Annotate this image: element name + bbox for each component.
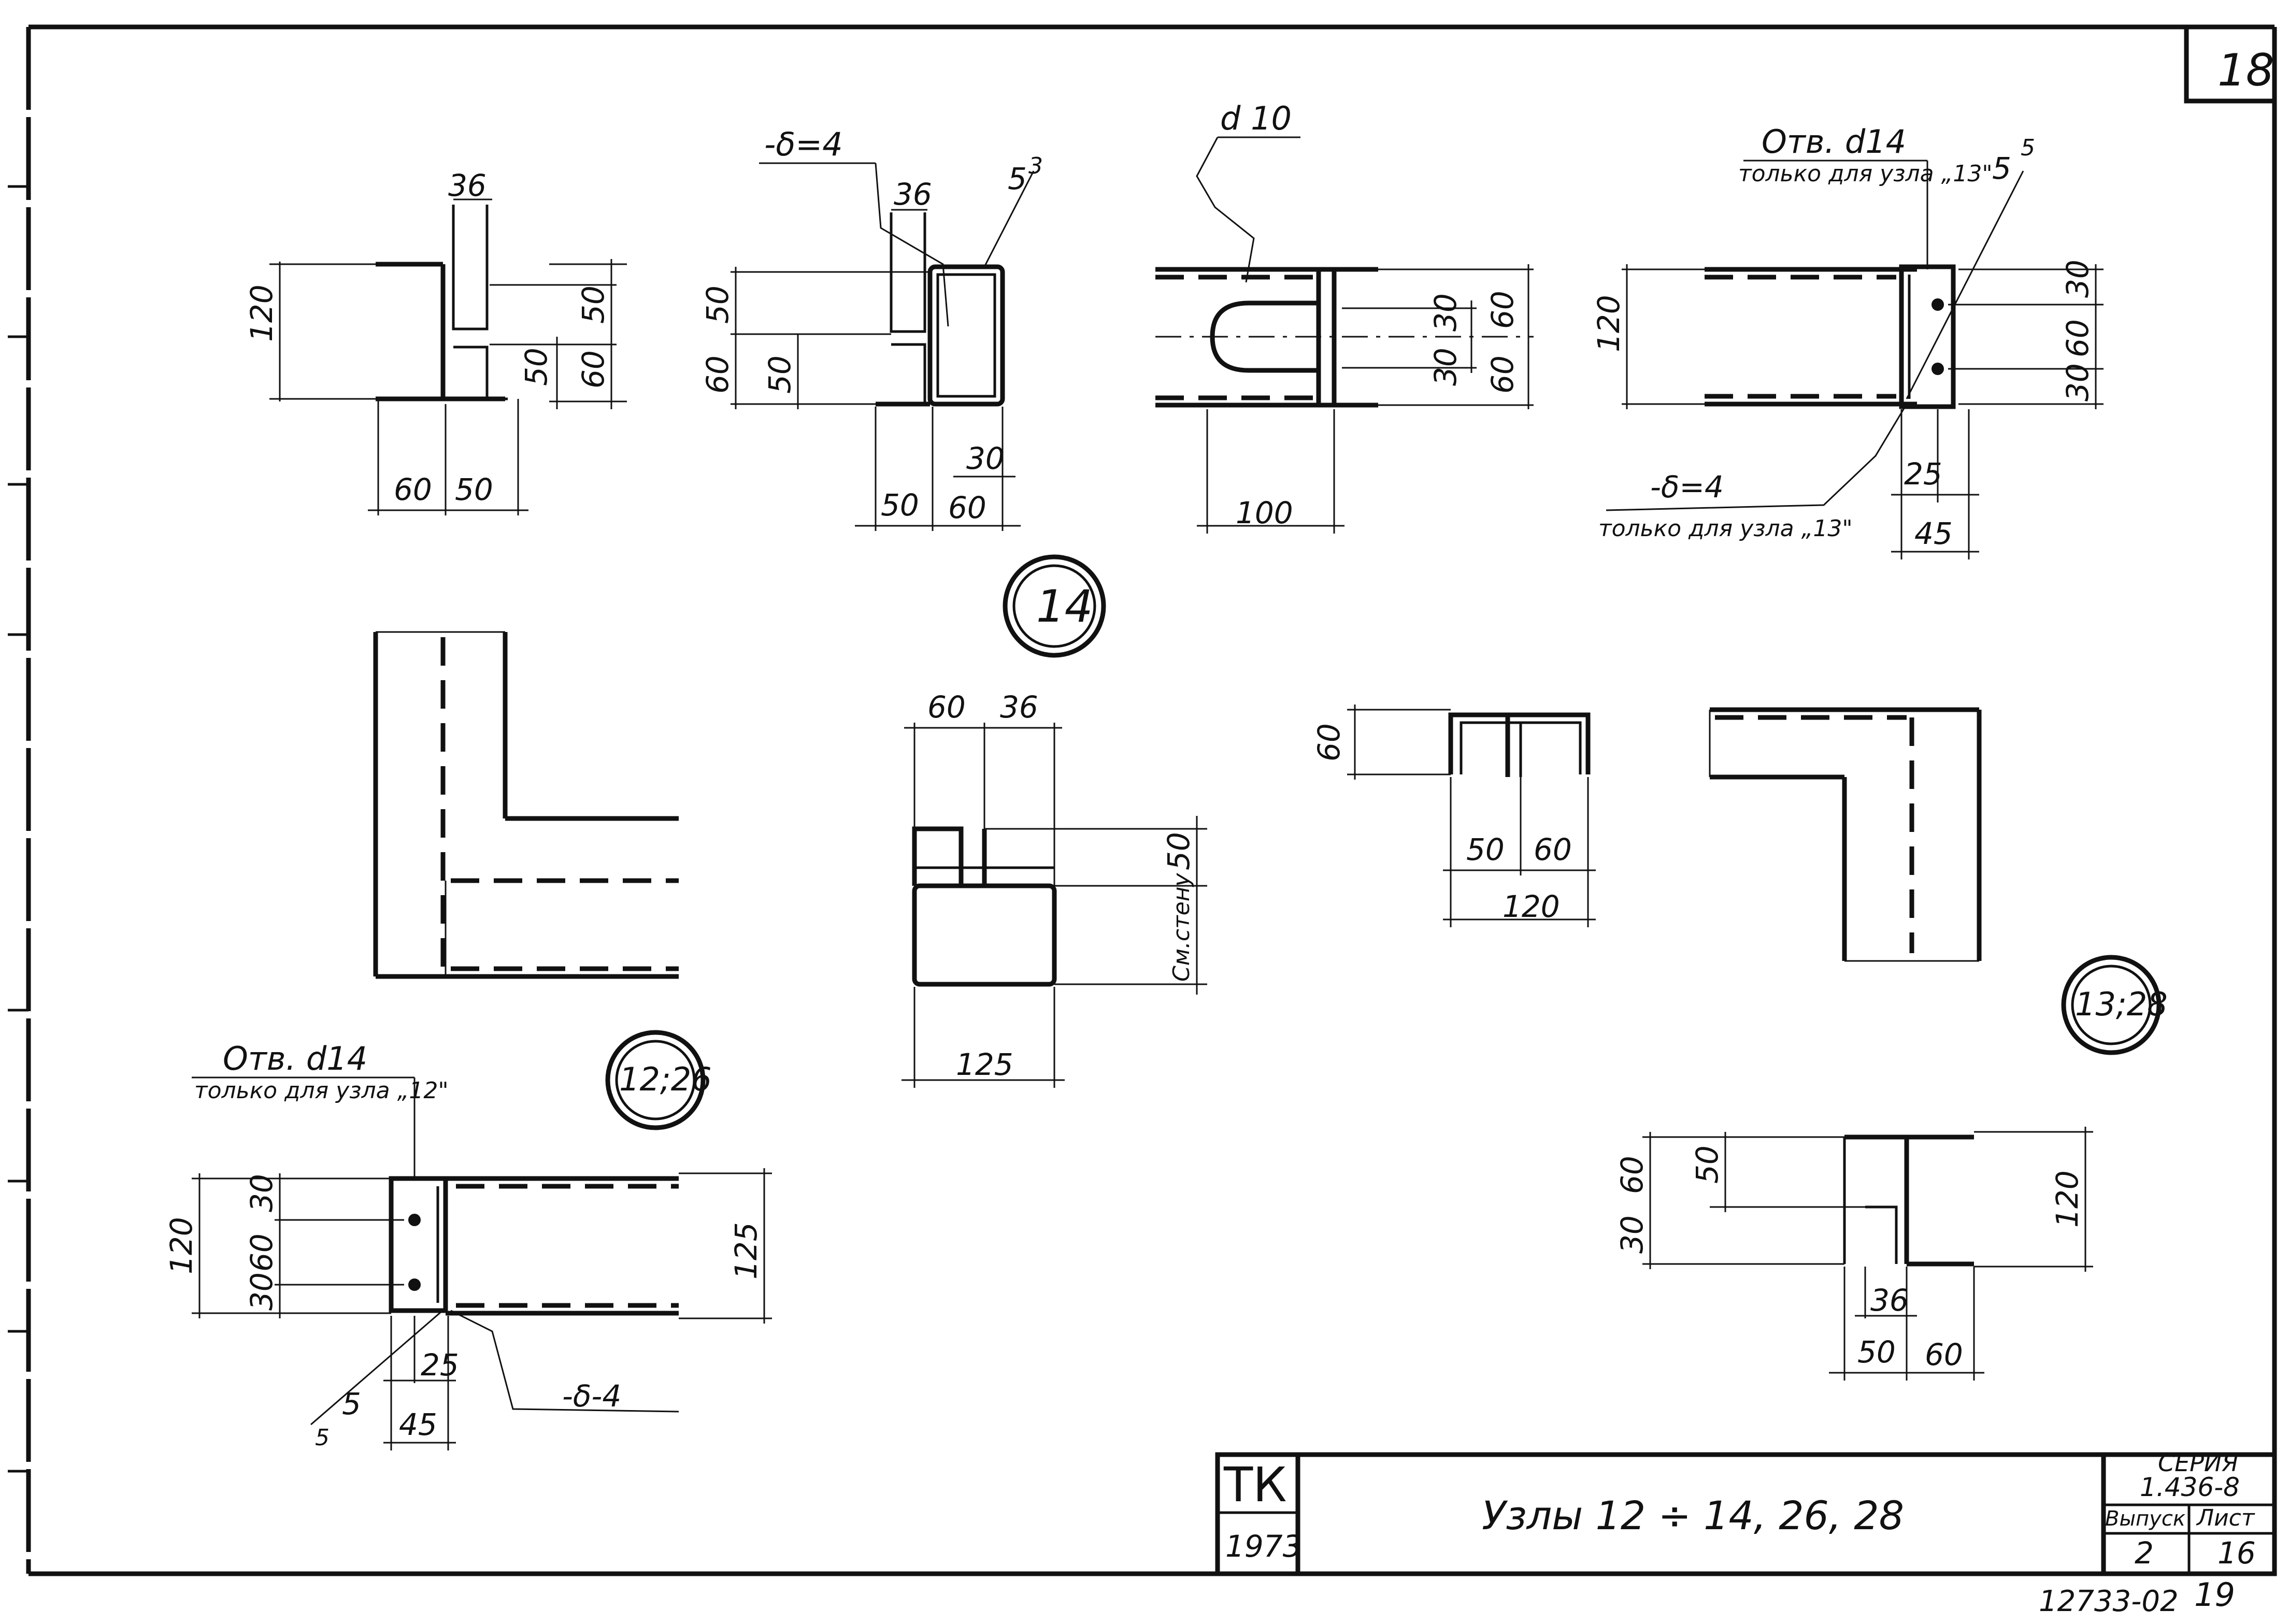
dim-45: 45	[399, 1407, 437, 1442]
dim-60: 60	[927, 689, 966, 725]
node-12-26-label: 12;26	[619, 1060, 712, 1098]
footer-page: 19	[2194, 1576, 2235, 1614]
dim-36: 36	[448, 168, 487, 203]
node-13-28-label: 13;28	[2075, 985, 2168, 1023]
dim-125: 125	[728, 1222, 764, 1280]
detail-e-l-corner	[373, 631, 679, 979]
frame	[8, 24, 2277, 1576]
dim-25: 25	[421, 1347, 459, 1383]
issue-value: 2	[2135, 1535, 2154, 1571]
weld-3: 3	[1028, 153, 1043, 179]
dim-60: 60	[700, 355, 735, 394]
dim-36: 36	[1000, 689, 1038, 725]
stamp-year: 1973	[1225, 1529, 1302, 1564]
note-only-node-12: только для узла „12"	[194, 1077, 449, 1104]
detail-b-welded-box: -δ=4 5 3 36 50 60 50 30 50 60	[700, 125, 1043, 531]
dim-120: 120	[164, 1217, 199, 1274]
weld-5: 5	[2021, 135, 2035, 161]
detail-g-channel-pair: 60 50 60 120	[1311, 705, 1596, 927]
dim-50: 50	[455, 472, 493, 507]
dim-30: 30	[1614, 1215, 1650, 1254]
dim-45: 45	[1914, 516, 1953, 551]
dim-30: 30	[2060, 363, 2095, 401]
weld-5: 5	[1008, 161, 1027, 196]
dim-50: 50	[1690, 1145, 1725, 1184]
detail-j-t-junction: 60 30 50 120 36 50 60	[1614, 1127, 2093, 1381]
dim-60: 60	[576, 350, 611, 389]
dim-60: 60	[1311, 723, 1347, 761]
dim-30: 30	[244, 1174, 279, 1212]
dim-120: 120	[2050, 1170, 2085, 1228]
dim-60: 60	[1925, 1337, 1963, 1372]
dim-50: 50	[700, 285, 735, 324]
sheet-number: 18	[2218, 45, 2274, 96]
note-d10: d 10	[1220, 99, 1292, 137]
series-value: 1.436-8	[2140, 1472, 2240, 1502]
node-12-26: 12;26	[605, 1030, 712, 1130]
node-13-28: 13;28	[2061, 955, 2168, 1055]
note-only-node-13-under: только для узла „13"	[1598, 515, 1853, 542]
note-only-node-13: только для узла „13"	[1738, 161, 1993, 187]
dim-60: 60	[1614, 1156, 1650, 1194]
dim-50: 50	[881, 487, 919, 523]
dim-36: 36	[894, 177, 932, 212]
dim-60: 60	[2060, 319, 2095, 357]
sheet-number-box: 18	[2184, 27, 2274, 104]
sheet-value: 16	[2218, 1535, 2256, 1571]
sheet-label: Лист	[2196, 1505, 2255, 1531]
series-label: СЕРИЯ	[2158, 1449, 2238, 1477]
node-14-label: 14	[1036, 581, 1093, 633]
dim-25: 25	[1904, 456, 1942, 492]
dim-125: 125	[956, 1047, 1013, 1082]
dim-60: 60	[1485, 291, 1520, 329]
note-delta4-b: -δ=4	[1650, 469, 1724, 505]
title: Узлы 12 ÷ 14, 26, 28	[1482, 1492, 1904, 1539]
note-delta4-c: -δ-4	[562, 1378, 621, 1414]
dim-50: 50	[576, 285, 611, 324]
detail-h-reversed-l	[1709, 707, 1982, 962]
dim-50: 50	[1161, 832, 1196, 870]
stamp-org: ТК	[1223, 1457, 1287, 1513]
detail-a-t-junction: 36 120 50 50 60 60 50	[244, 168, 627, 515]
dim-120: 120	[244, 284, 279, 342]
dim-60: 60	[394, 472, 432, 507]
dim-60: 60	[948, 490, 986, 525]
detail-i-plate-holes: Отв. d14 только для узла „12" -δ-4 5 5 1…	[164, 1040, 772, 1451]
note-hole-d14: Отв. d14	[1762, 123, 1906, 161]
dim-60: 60	[244, 1233, 279, 1272]
dim-36: 36	[1870, 1283, 1909, 1318]
dim-50: 50	[1857, 1334, 1896, 1370]
note-delta4: -δ=4	[764, 125, 843, 163]
title-block: ТК 1973 Узлы 12 ÷ 14, 26, 28 СЕРИЯ 1.436…	[1215, 1449, 2277, 1618]
dim-120: 120	[1503, 889, 1560, 924]
dim-30: 30	[966, 441, 1005, 476]
footer-code: 12733-02	[2039, 1585, 2179, 1618]
dim-30: 30	[1428, 293, 1463, 332]
dim-30: 30	[2060, 260, 2095, 298]
dim-30: 30	[1428, 348, 1463, 386]
node-14: 14	[1003, 554, 1106, 658]
dim-50: 50	[519, 348, 554, 386]
note-hole-d14-b: Отв. d14	[223, 1040, 367, 1077]
detail-c-loop-bar: d 10 60 60 30 30 100	[1155, 99, 1534, 534]
dim-60: 60	[1534, 832, 1572, 867]
dim-120: 120	[1591, 295, 1626, 352]
dim-30: 30	[244, 1272, 279, 1311]
dim-100: 100	[1236, 495, 1293, 530]
weld-5: 5	[1992, 151, 2011, 186]
detail-f-box-channel: 60 36 50 См.стену 125	[902, 689, 1207, 1088]
dim-50: 50	[1466, 832, 1505, 867]
weld-5: 5	[315, 1425, 330, 1451]
weld-5: 5	[342, 1386, 361, 1421]
dim-50: 50	[762, 355, 797, 394]
note-see-wall: См.стену	[1168, 872, 1195, 982]
issue-label: Выпуск	[2105, 1507, 2185, 1531]
detail-d-plate-holes: Отв. d14 только для узла „13" 5 5 -δ=4 т…	[1591, 123, 2104, 559]
dim-60: 60	[1485, 355, 1520, 394]
